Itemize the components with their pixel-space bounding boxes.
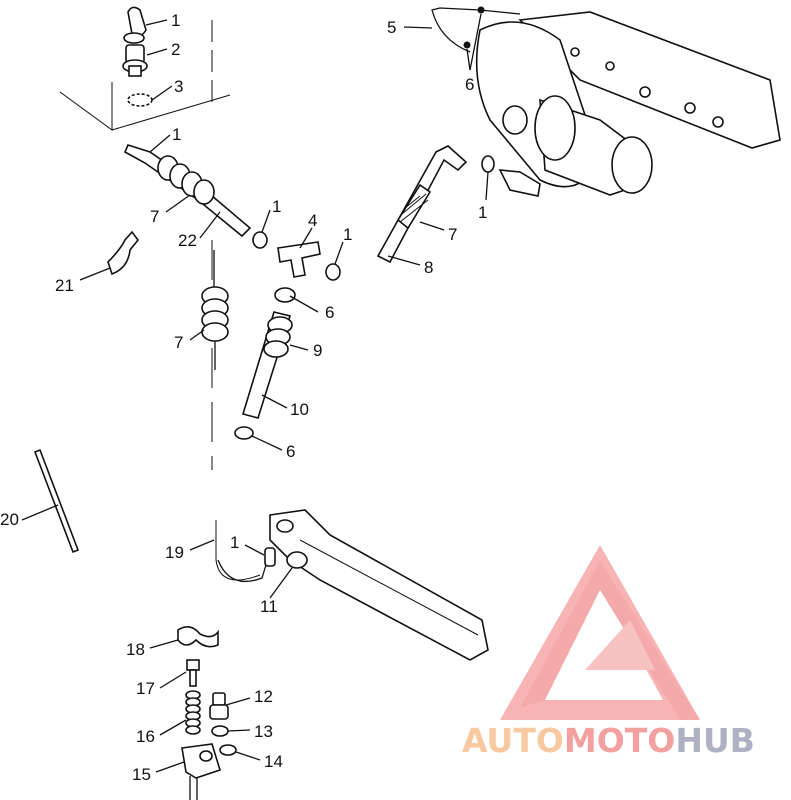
callout-3: 3 (174, 77, 183, 96)
callout-1: 1 (272, 197, 281, 216)
manifold-assembly (431, 7, 781, 197)
clamp-part-1c (252, 231, 268, 249)
washer-part-14 (219, 744, 237, 756)
callout-12: 12 (254, 687, 273, 706)
fitting-part-2 (122, 44, 148, 77)
watermark-text: AUTOMOTOHUB (462, 721, 755, 760)
watermark-auto: AUTO (462, 721, 564, 760)
clamp-part-6a (274, 287, 296, 303)
callout-9: 9 (313, 341, 322, 360)
o-ring-part-13 (211, 725, 229, 737)
clamp-part-6c-lower (463, 41, 471, 49)
callout-1: 1 (478, 203, 487, 222)
watermark-hub: HUB (675, 721, 755, 760)
callout-10: 10 (290, 400, 309, 419)
watermark-moto: MOTO (564, 721, 675, 760)
callout-18: 18 (126, 640, 145, 659)
callout-20: 20 (0, 510, 19, 529)
callout-6: 6 (325, 303, 334, 322)
callout-16: 16 (136, 727, 155, 746)
callout-7: 7 (150, 207, 159, 226)
callout-7: 7 (448, 225, 457, 244)
gasket-part-18 (177, 626, 219, 648)
callout-4: 4 (308, 211, 317, 230)
callout-11: 11 (260, 597, 278, 616)
valve-part-12 (209, 692, 229, 720)
spring-part-16 (185, 690, 201, 735)
callout-8: 8 (424, 258, 433, 277)
callout-1: 1 (230, 533, 239, 552)
watermark-logo (500, 545, 700, 720)
top-hose-clamp (123, 6, 147, 44)
callout-14: 14 (264, 752, 283, 771)
callout-1: 1 (171, 11, 180, 30)
hose-elbow-part-21 (107, 230, 140, 276)
callout-2: 2 (171, 40, 180, 59)
lock-washer-part-3 (127, 93, 153, 107)
housing-part-15 (181, 743, 221, 800)
callout-6: 6 (286, 442, 295, 461)
callout-19: 19 (165, 543, 184, 562)
leader-lines (21, 13, 489, 773)
callout-13: 13 (254, 722, 273, 741)
clamp-part-6b (234, 426, 254, 440)
callout-7: 7 (174, 333, 183, 352)
callout-17: 17 (136, 679, 155, 698)
callout-15: 15 (132, 765, 151, 784)
rail-part-11 (264, 509, 489, 661)
clamp-part-1d (325, 263, 341, 281)
callout-21: 21 (55, 276, 74, 295)
rod-part-20 (33, 448, 80, 554)
coil-sleeve-part-7b (201, 250, 229, 370)
hose-part-22 (123, 144, 252, 238)
clamp-part-1e (481, 155, 495, 173)
frame-lines (59, 20, 261, 581)
callout-6: 6 (465, 75, 474, 94)
callout-22: 22 (178, 231, 197, 250)
hose-part-19 (217, 557, 269, 583)
clamp-part-6c-upper (477, 6, 485, 14)
tee-fitting-part-4 (277, 241, 321, 278)
callout-1: 1 (343, 225, 352, 244)
hose-part-10 (241, 311, 293, 419)
hose-part-8 (376, 145, 468, 264)
callout-5: 5 (387, 18, 396, 37)
callout-1: 1 (172, 125, 181, 144)
plunger-part-17 (186, 659, 200, 687)
